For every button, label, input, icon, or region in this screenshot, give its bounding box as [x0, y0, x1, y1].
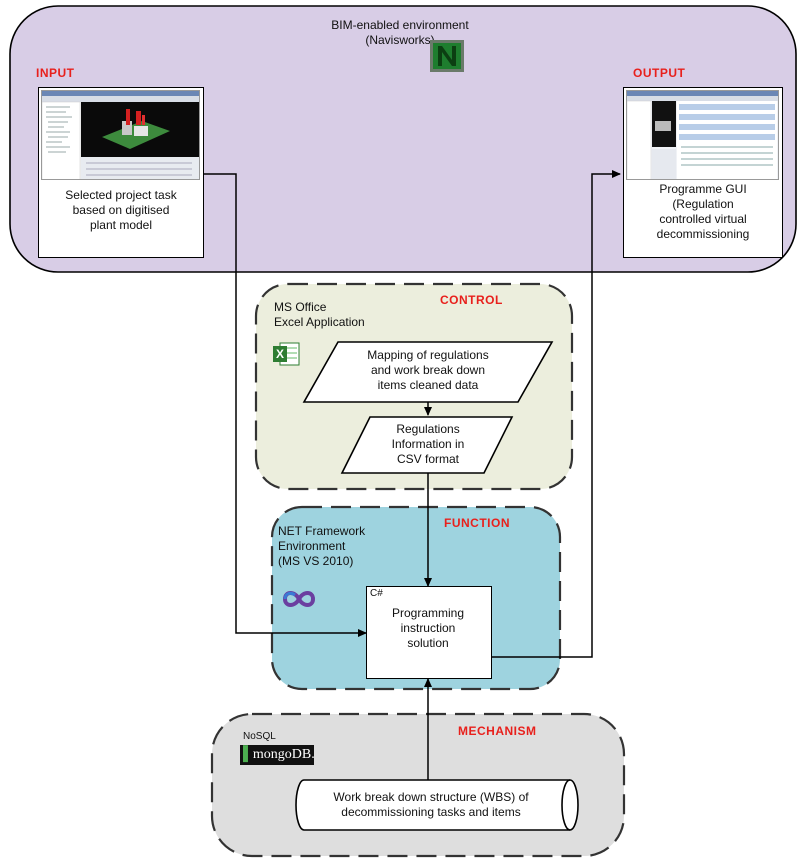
csv-text: Regulations Information in CSV format	[367, 422, 489, 467]
wbs-cylinder	[295, 779, 579, 831]
output-screenshot-thumbnail	[626, 90, 779, 180]
output-label: OUTPUT	[633, 66, 686, 80]
programming-box: C# Programming instruction solution	[366, 586, 492, 679]
output-panel: Programme GUI (Regulation controlled vir…	[623, 87, 783, 258]
mongodb-leaf-icon: ▌	[243, 747, 253, 762]
mapping-line: items cleaned data	[377, 378, 479, 392]
mapping-line: and work break down	[370, 363, 486, 377]
output-caption-line: decommissioning	[656, 227, 750, 241]
input-caption-line: based on digitised	[72, 203, 170, 217]
excel-app-line1: MS Office	[274, 300, 327, 314]
mechanism-label: MECHANISM	[458, 724, 537, 738]
mongodb-logo: ▌mongoDB.	[240, 745, 315, 765]
csharp-label: C#	[370, 588, 383, 599]
csv-line: Information in	[391, 437, 465, 451]
output-caption-line: controlled virtual	[659, 212, 747, 226]
control-label: CONTROL	[440, 293, 503, 307]
programming-line: solution	[407, 636, 449, 650]
csv-parallelogram	[340, 416, 514, 474]
programming-line: Programming	[391, 606, 465, 620]
output-caption: Programme GUI (Regulation controlled vir…	[626, 182, 780, 242]
excel-app-line2: Excel Application	[274, 315, 365, 329]
excel-app-label: MS Office Excel Application	[274, 300, 365, 330]
net-env-line1: NET Framework	[278, 524, 366, 538]
mongodb-logo-text: mongoDB.	[252, 747, 315, 762]
net-environment-label: NET Framework Environment (MS VS 2010)	[278, 524, 365, 569]
output-caption-line: Programme GUI	[659, 182, 747, 196]
bim-title-line2: (Navisworks)	[365, 33, 435, 47]
bim-environment-region	[9, 5, 797, 273]
mapping-parallelogram	[302, 341, 554, 403]
nosql-label: NoSQL	[243, 731, 276, 742]
excel-icon: X	[272, 341, 300, 367]
input-caption-line: plant model	[89, 218, 153, 232]
mapping-line: Mapping of regulations	[367, 348, 489, 362]
output-caption-line: (Regulation	[672, 197, 734, 211]
mapping-text: Mapping of regulations and work break do…	[336, 348, 520, 393]
programming-line: instruction	[400, 621, 456, 635]
bim-title: BIM-enabled environment (Navisworks)	[300, 18, 500, 48]
input-screenshot-thumbnail	[41, 90, 200, 180]
function-label: FUNCTION	[444, 516, 510, 530]
wbs-text: Work break down structure (WBS) of decom…	[296, 790, 566, 820]
svg-text:X: X	[276, 347, 284, 361]
net-env-line2: Environment	[278, 539, 346, 553]
csv-line: CSV format	[396, 452, 459, 466]
wbs-line: Work break down structure (WBS) of	[333, 790, 529, 804]
visual-studio-icon	[281, 589, 317, 609]
input-caption: Selected project task based on digitised…	[41, 188, 201, 233]
input-panel: Selected project task based on digitised…	[38, 87, 204, 258]
connector-input-to-program	[204, 173, 367, 637]
navisworks-icon	[430, 40, 464, 72]
net-env-line3: (MS VS 2010)	[278, 554, 354, 568]
bim-title-line1: BIM-enabled environment	[331, 18, 469, 32]
input-label: INPUT	[36, 66, 75, 80]
input-caption-line: Selected project task	[65, 188, 177, 202]
csv-line: Regulations	[396, 422, 460, 436]
programming-text: Programming instruction solution	[367, 606, 489, 651]
wbs-line: decommissioning tasks and items	[341, 805, 521, 819]
connector-program-to-output	[492, 170, 621, 658]
